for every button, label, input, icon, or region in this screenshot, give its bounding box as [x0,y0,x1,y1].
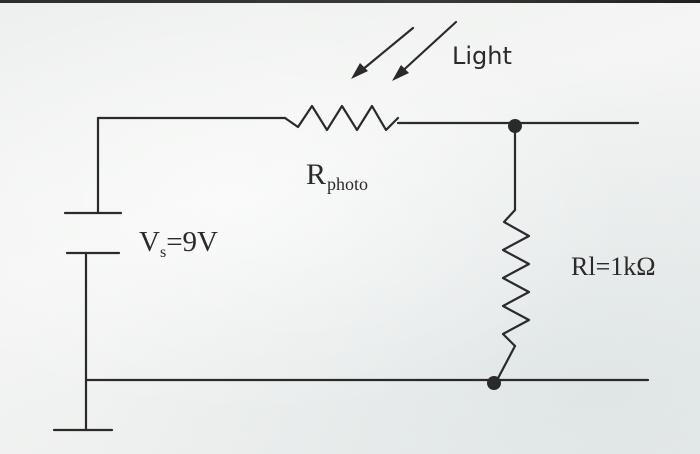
junction-dot-bottom [487,376,501,390]
vs-value: =9V [166,226,218,258]
load-resistor-zigzag [501,208,531,348]
rphoto-label: Rphoto [306,158,368,194]
vs-label: Vs=9V [139,226,218,261]
light-label: Light [452,42,512,70]
light-arrow-right-shaft [395,20,458,78]
rphoto-subscript: photo [327,174,369,194]
rl-label: Rl=1kΩ [571,252,656,281]
rphoto-main: R [306,158,327,191]
junction-dot-top [508,119,522,133]
right-wire-lower [494,344,517,384]
light-arrow-left-shaft [354,26,415,77]
vs-main: V [139,226,160,258]
vs-subscript: s [159,244,167,261]
top-edge-shadow [0,0,700,3]
photoresistor-zigzag [283,104,400,132]
light-arrow-left-head [351,63,368,79]
light-arrow-right-head [392,65,409,81]
